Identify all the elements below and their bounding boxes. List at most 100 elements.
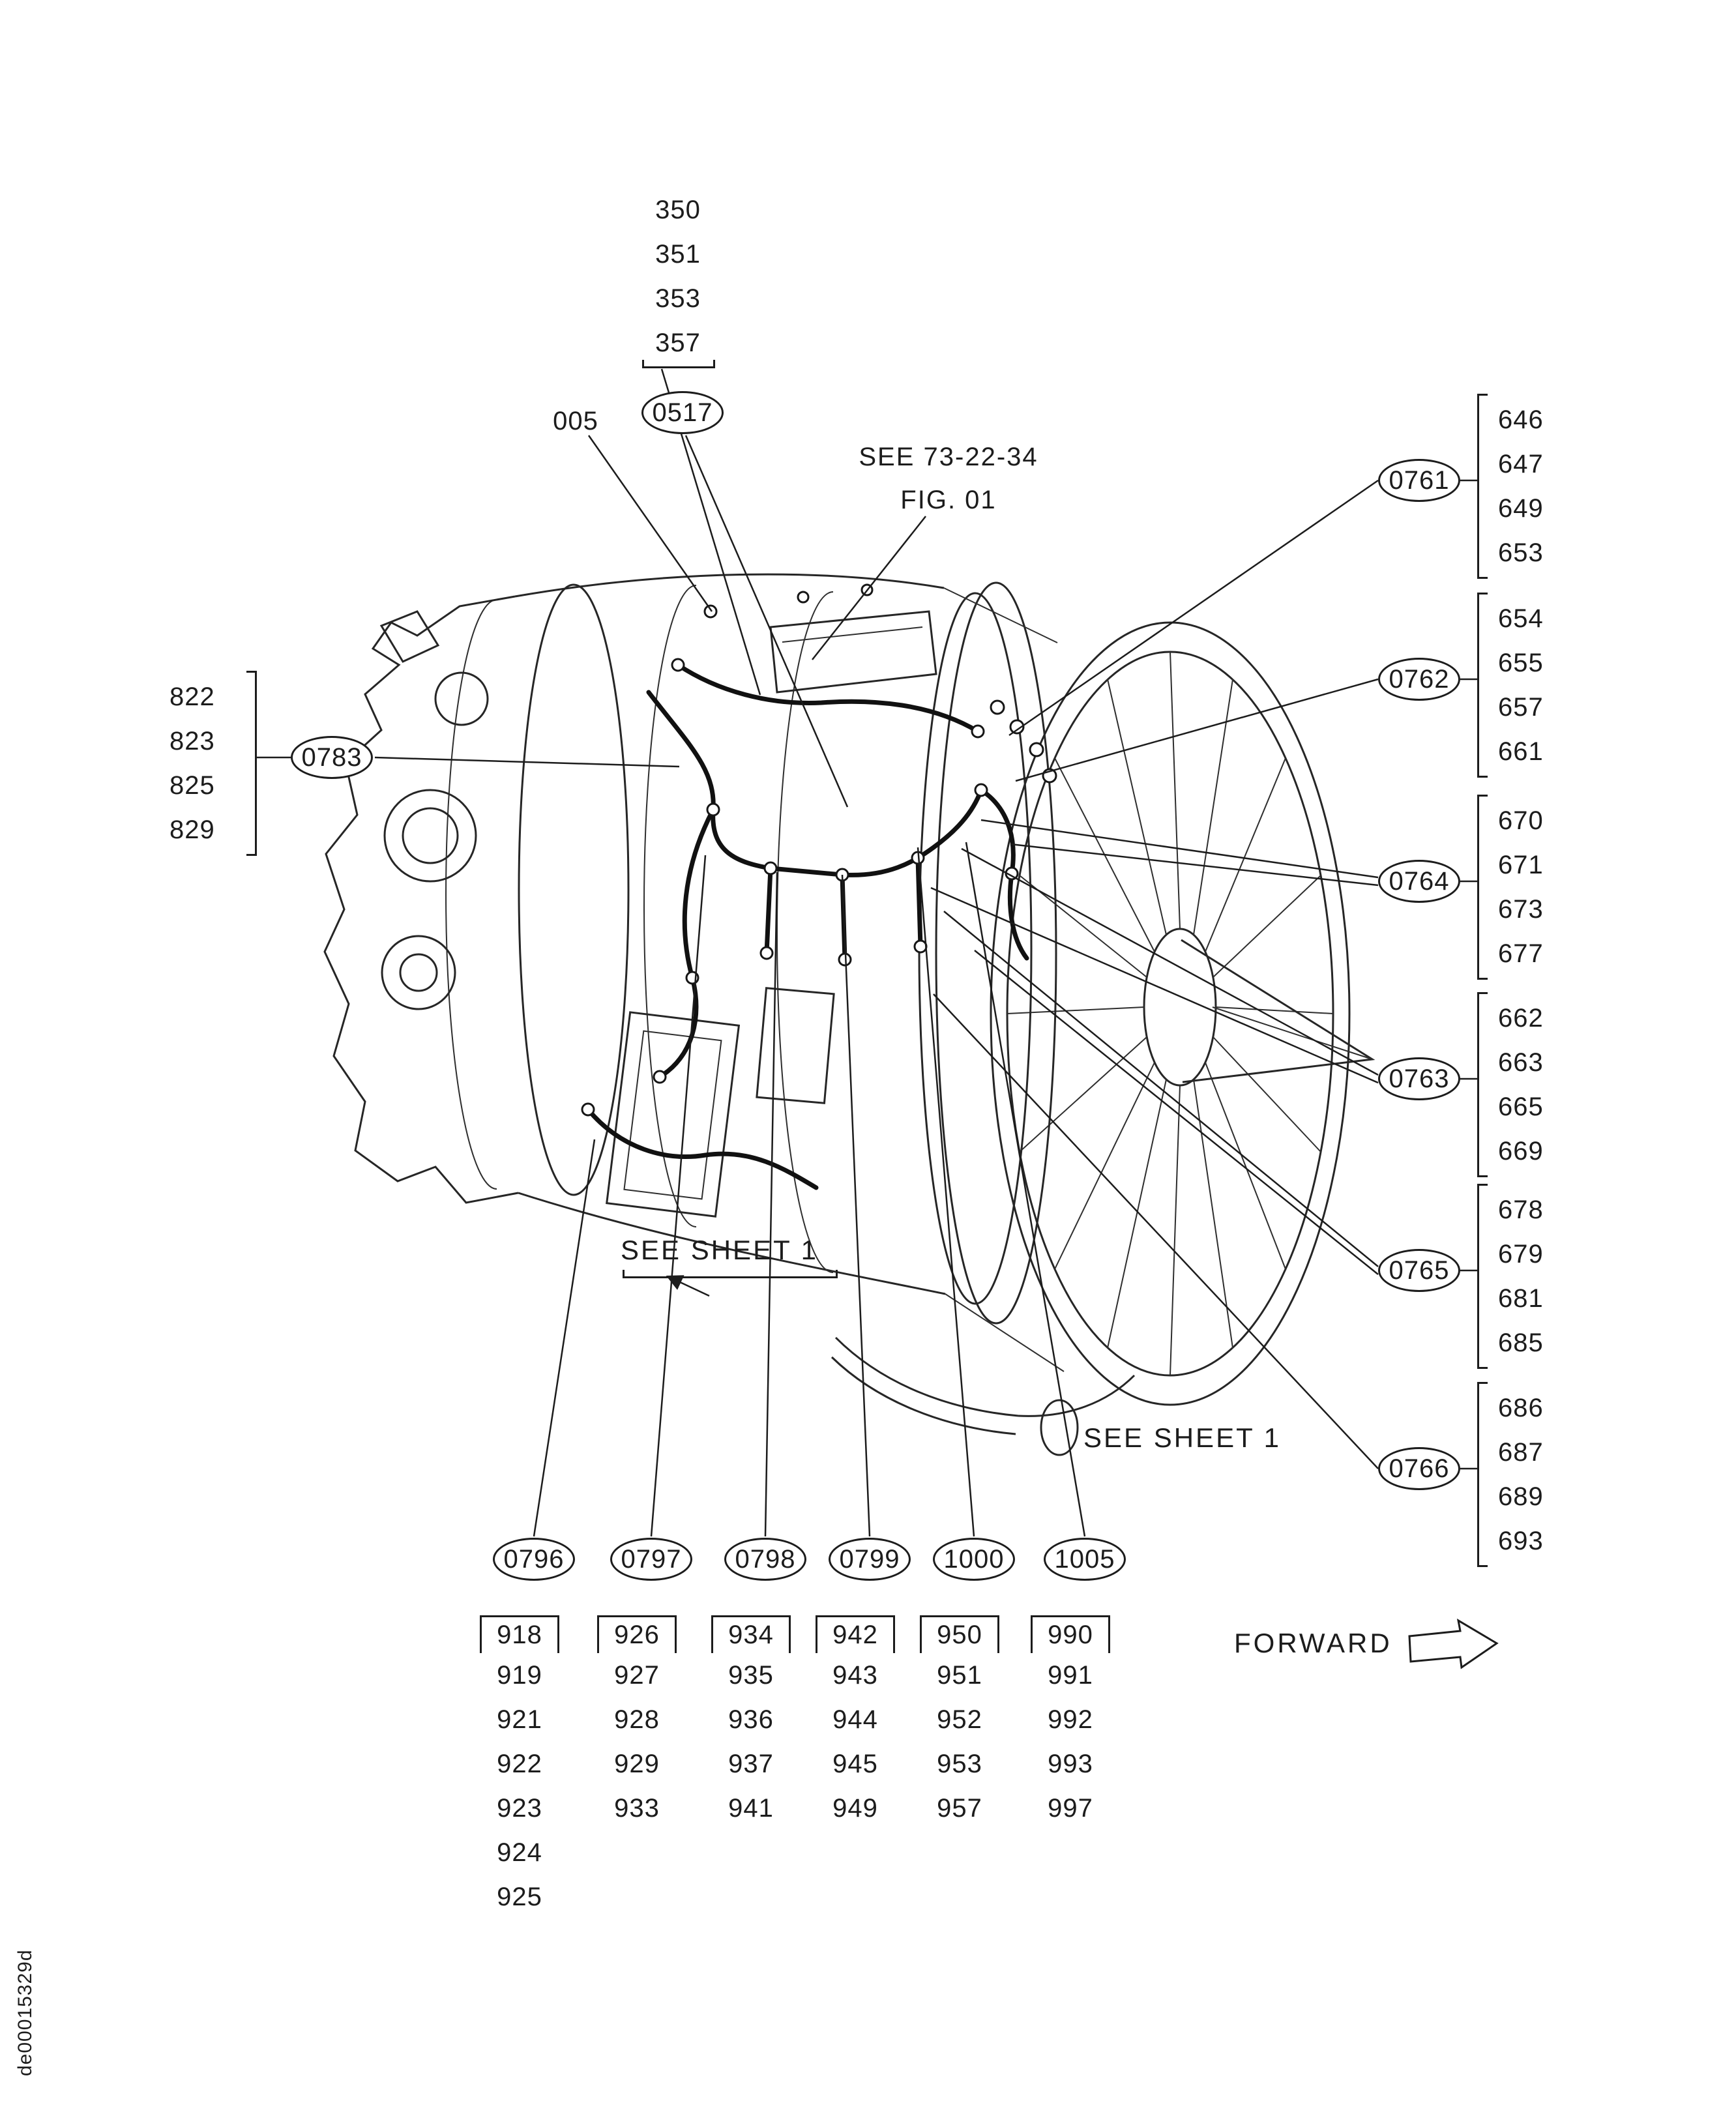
- item-column-1000: 950 951 952 953 957: [917, 1615, 1002, 1830]
- item-number: 677: [1498, 939, 1544, 968]
- group-bracket: [1477, 593, 1488, 778]
- item-number: 990: [1031, 1615, 1110, 1653]
- item-number: 951: [937, 1661, 982, 1690]
- item-number: 671: [1498, 851, 1544, 879]
- item-number: 928: [614, 1705, 660, 1734]
- item-number: 921: [497, 1705, 542, 1734]
- item-column-0798: 934 935 936 937 941: [709, 1615, 793, 1830]
- item-number: 653: [1498, 538, 1544, 567]
- callout-0766: 0766: [1378, 1447, 1460, 1490]
- item-number: 351: [655, 240, 701, 269]
- item-column-0799: 942 943 944 945 949: [813, 1615, 898, 1830]
- item-number: 679: [1498, 1240, 1544, 1269]
- item-number: 918: [480, 1615, 559, 1653]
- item-number: 657: [1498, 693, 1544, 722]
- group-bracket: [1477, 795, 1488, 980]
- item-number: 924: [497, 1838, 542, 1867]
- item-number: 654: [1498, 604, 1544, 633]
- item-number: 823: [169, 727, 215, 755]
- item-number: 936: [728, 1705, 774, 1734]
- callout-0797: 0797: [610, 1538, 692, 1581]
- item-number: 997: [1048, 1794, 1093, 1823]
- item-number: 647: [1498, 450, 1544, 478]
- callout-group-0766: 0766 686 687 689 693: [1369, 1377, 1565, 1572]
- item-number: 662: [1498, 1004, 1544, 1033]
- item-number: 941: [728, 1794, 774, 1823]
- document-code: de00015329d: [14, 1949, 36, 2076]
- callout-group-0783: 822 823 825 829 0783: [163, 666, 437, 861]
- callout-0783: 0783: [291, 736, 373, 779]
- item-number: 952: [937, 1705, 982, 1734]
- item-number: 693: [1498, 1527, 1544, 1555]
- item-number: 925: [497, 1883, 542, 1911]
- item-number: 929: [614, 1750, 660, 1778]
- group-bracket: [1477, 1382, 1488, 1567]
- item-number: 685: [1498, 1328, 1544, 1357]
- callout-group-0763: 0763 662 663 665 669: [1369, 987, 1565, 1182]
- callout-0799: 0799: [829, 1538, 911, 1581]
- item-number: 670: [1498, 806, 1544, 835]
- see-sheet-note-right: SEE SHEET 1: [1083, 1422, 1282, 1453]
- item-number: 678: [1498, 1196, 1544, 1224]
- engine-drawing: [323, 573, 1376, 1456]
- top-item-stack: 350 351 353 357: [636, 188, 720, 365]
- callout-0796: 0796: [493, 1538, 575, 1581]
- item-number: 825: [169, 771, 215, 800]
- item-number: 950: [920, 1615, 999, 1653]
- bracket-under-357: [642, 360, 715, 368]
- group-bracket: [1477, 1184, 1488, 1369]
- item-label-005: 005: [553, 407, 598, 435]
- item-number: 922: [497, 1750, 542, 1778]
- figure-reference-note: SEE 73-22-34 FIG. 01: [841, 435, 1056, 521]
- bracket-under-see-sheet: [623, 1270, 838, 1278]
- callout-1005: 1005: [1044, 1538, 1126, 1581]
- item-number: 935: [728, 1661, 774, 1690]
- callout-1000: 1000: [933, 1538, 1015, 1581]
- fan: [990, 621, 1376, 1406]
- item-number: 934: [711, 1615, 791, 1653]
- see-sheet-note-center: SEE SHEET 1: [621, 1235, 819, 1265]
- item-number: 919: [497, 1661, 542, 1690]
- item-number: 923: [497, 1794, 542, 1823]
- item-column-0797: 926 927 928 929 933: [595, 1615, 679, 1830]
- item-number: 357: [655, 329, 701, 357]
- callout-0517: 0517: [641, 391, 724, 434]
- callout-0765: 0765: [1378, 1249, 1460, 1292]
- item-number: 991: [1048, 1661, 1093, 1690]
- item-number: 661: [1498, 737, 1544, 766]
- item-number: 350: [655, 196, 701, 224]
- callout-0762: 0762: [1378, 658, 1460, 701]
- item-number: 646: [1498, 405, 1544, 434]
- item-number: 926: [597, 1615, 677, 1653]
- item-number: 353: [655, 284, 701, 313]
- item-number: 943: [832, 1661, 878, 1690]
- see-sheet-arrow: [666, 1275, 710, 1297]
- item-number: 945: [832, 1750, 878, 1778]
- item-number: 992: [1048, 1705, 1093, 1734]
- item-number: 927: [614, 1661, 660, 1690]
- group-bracket: [1477, 394, 1488, 579]
- callout-group-0765: 0765 678 679 681 685: [1369, 1179, 1565, 1374]
- item-number: 665: [1498, 1093, 1544, 1121]
- group-bracket: [246, 671, 257, 856]
- item-column-1005: 990 991 992 993 997: [1028, 1615, 1113, 1830]
- item-number: 686: [1498, 1394, 1544, 1422]
- item-column-0796: 918 919 921 922 923 924 925: [477, 1615, 562, 1919]
- callout-group-0762: 0762 654 655 657 661: [1369, 587, 1565, 783]
- item-number: 673: [1498, 895, 1544, 924]
- callout-0761: 0761: [1378, 459, 1460, 502]
- item-number: 944: [832, 1705, 878, 1734]
- item-number: 681: [1498, 1284, 1544, 1313]
- item-number: 949: [832, 1794, 878, 1823]
- item-number: 937: [728, 1750, 774, 1778]
- item-number: 649: [1498, 494, 1544, 523]
- item-number: 942: [816, 1615, 895, 1653]
- reference-line-2: FIG. 01: [900, 486, 997, 514]
- item-number: 663: [1498, 1048, 1544, 1077]
- forward-label: FORWARD: [1234, 1628, 1392, 1658]
- item-number: 933: [614, 1794, 660, 1823]
- engine-body: [323, 573, 1136, 1456]
- item-number: 655: [1498, 649, 1544, 677]
